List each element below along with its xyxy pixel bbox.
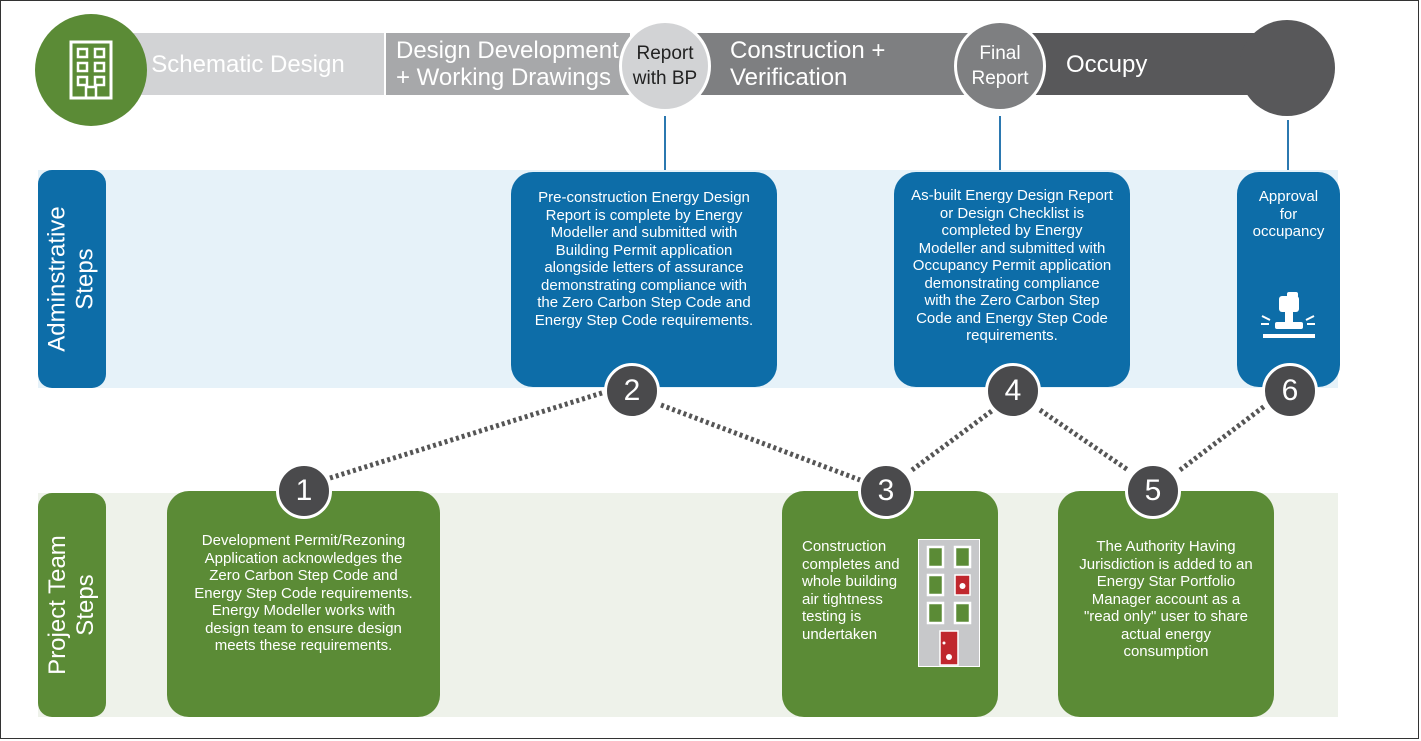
text-line: demonstrating compliance with: [541, 276, 747, 294]
step-5-text: The Authority Having Jurisdiction is add…: [1058, 538, 1274, 661]
text-line: requirements.: [966, 327, 1058, 344]
building-icon: [35, 14, 147, 126]
step-6-card: Approval for occupancy: [1237, 172, 1340, 387]
text-line: The Authority Having: [1096, 538, 1236, 555]
step-3-text: Construction completes and whole buildin…: [802, 538, 900, 643]
phase-label-line1: Design Development: [396, 37, 619, 64]
milestone-final-report: Final Report: [954, 20, 1046, 112]
step-4-text: As-built Energy Design Report or Design …: [894, 187, 1130, 345]
administrative-steps-label: Adminstrative Steps: [38, 170, 106, 388]
text-line: with the Zero Carbon Step: [924, 292, 1100, 309]
text-line: Development Permit/Rezoning: [201, 532, 406, 549]
step-6-text: Approval for occupancy: [1237, 188, 1340, 241]
text-line: Pre-construction Energy Design: [538, 189, 750, 206]
text-line: Manager account as a: [1091, 590, 1241, 608]
step-1-number: 1: [276, 463, 332, 519]
text-line: whole building: [802, 573, 898, 590]
text-line: undertaken: [802, 625, 878, 643]
phase-design-development: Design Development + Working Drawings: [386, 33, 630, 95]
text-line: air tightness: [802, 590, 883, 608]
text-line: Modeller and submitted with: [550, 224, 738, 241]
text-line: Zero Carbon Step Code and: [209, 567, 398, 584]
step-2-card: Pre-construction Energy Design Report is…: [511, 172, 777, 387]
step-4-number: 4: [985, 363, 1041, 419]
text-line: actual energy: [1120, 625, 1212, 643]
phase-label-line1: Construction +: [730, 37, 886, 64]
text-line: or Design Checklist is: [939, 204, 1085, 222]
phase-label: Schematic Design: [151, 50, 345, 78]
text-line: for: [1279, 205, 1298, 223]
text-line: Energy Step Code requirements.: [194, 584, 413, 602]
phase-occupy: Occupy: [1002, 33, 1270, 95]
step-6-number: 6: [1262, 363, 1318, 419]
text-line: alongside letters of assurance: [544, 259, 744, 276]
phase-construction: Construction + Verification: [660, 33, 972, 95]
text-line: Building Permit application: [555, 241, 733, 259]
building-icon: [918, 539, 980, 667]
text-line: design team to ensure design: [205, 619, 402, 637]
phase-label: Occupy: [1066, 50, 1148, 78]
text-line: Occupancy Permit application: [912, 257, 1112, 274]
text-line: Code and Energy Step Code: [916, 309, 1108, 327]
step-3-card: Construction completes and whole buildin…: [782, 491, 998, 717]
text-line: As-built Energy Design Report: [911, 187, 1113, 204]
phase-schematic-design: Schematic Design: [112, 33, 384, 95]
text-line: the Zero Carbon Step Code and: [537, 294, 751, 311]
text-line: completes and: [802, 555, 900, 573]
milestone-occupy-end: [1239, 20, 1335, 116]
text-line: testing is: [802, 608, 862, 625]
milestone-line1: Report: [636, 43, 694, 64]
text-line: Energy Modeller works with: [211, 602, 396, 619]
step-4-card: As-built Energy Design Report or Design …: [894, 172, 1130, 387]
connector-line: [1287, 120, 1289, 172]
connector-line: [999, 116, 1001, 172]
text-line: Modeller and submitted with: [918, 239, 1106, 257]
text-line: Approval: [1258, 188, 1319, 205]
step-2-number: 2: [604, 363, 660, 419]
phase-label-line2: Verification: [730, 64, 848, 91]
milestone-line1: Final: [979, 43, 1021, 64]
step-5-card: The Authority Having Jurisdiction is add…: [1058, 491, 1274, 717]
milestone-line2: Report: [971, 68, 1029, 89]
step-2-text: Pre-construction Energy Design Report is…: [511, 189, 777, 329]
text-line: meets these requirements.: [214, 637, 393, 654]
approval-stamp-icon: [1261, 292, 1315, 338]
text-line: Jurisdiction is added to an: [1079, 555, 1253, 573]
milestone-line2: with BP: [632, 68, 698, 89]
text-line: Energy Step Code requirements.: [534, 311, 754, 329]
phase-label-line2: + Working Drawings: [396, 64, 611, 91]
text-line: Construction: [802, 538, 887, 555]
text-line: Application acknowledges the: [204, 549, 403, 567]
connector-line: [664, 116, 666, 172]
text-line: completed by Energy: [941, 222, 1083, 239]
step-5-number: 5: [1125, 463, 1181, 519]
text-line: Report is complete by Energy: [545, 206, 743, 224]
project-team-steps-label: Project Team Steps: [38, 493, 106, 717]
text-line: demonstrating compliance: [924, 274, 1100, 292]
text-line: "read only" user to share: [1083, 608, 1249, 625]
text-line: consumption: [1123, 643, 1209, 660]
text-line: Energy Star Portfolio: [1096, 573, 1236, 590]
step-3-number: 3: [858, 463, 914, 519]
step-1-text: Development Permit/Rezoning Application …: [167, 532, 440, 655]
step-1-card: Development Permit/Rezoning Application …: [167, 491, 440, 717]
text-line: occupancy: [1252, 223, 1325, 240]
milestone-report-with-bp: Report with BP: [619, 20, 711, 112]
